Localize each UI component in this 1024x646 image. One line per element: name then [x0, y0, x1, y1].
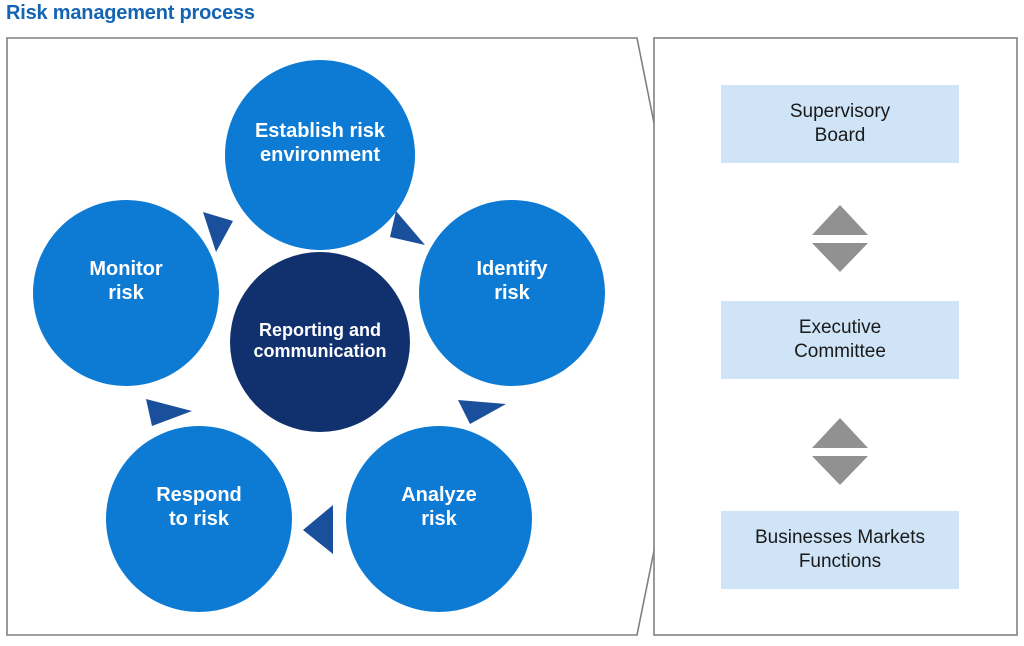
connector-board-exco [812, 205, 868, 272]
hit-analyze-risk[interactable] [346, 426, 532, 612]
arrow-respond-to-monitor [146, 399, 192, 426]
hit-establish-risk-environment[interactable] [225, 60, 415, 250]
circle-respond-to-risk[interactable] [106, 426, 292, 612]
hit-businesses-markets-functions[interactable] [721, 511, 959, 589]
hit-identify-risk[interactable] [419, 200, 605, 386]
circle-monitor-risk[interactable] [33, 200, 219, 386]
circle-identify-risk[interactable] [419, 200, 605, 386]
hit-monitor-risk[interactable] [33, 200, 219, 386]
hit-reporting-and-communication[interactable] [230, 252, 410, 432]
arrow-analyze-to-respond [303, 505, 333, 554]
hit-supervisory-board[interactable] [721, 85, 959, 163]
box-executive-committee[interactable] [721, 301, 959, 379]
connector-down-triangle [812, 456, 868, 485]
connector-up-triangle [812, 418, 868, 448]
connector-up-triangle [812, 205, 868, 235]
page-title: Risk management process [6, 2, 255, 24]
connector-exco-businesses [812, 418, 868, 485]
hit-respond-to-risk[interactable] [106, 426, 292, 612]
circle-reporting-and-communication[interactable] [230, 252, 410, 432]
connector-down-triangle [812, 243, 868, 272]
circle-analyze-risk[interactable] [346, 426, 532, 612]
arrow-establish-to-identify [390, 211, 425, 245]
circle-establish-risk-environment[interactable] [225, 60, 415, 250]
arrow-monitor-to-establish [203, 212, 233, 252]
hit-executive-committee[interactable] [721, 301, 959, 379]
box-supervisory-board[interactable] [721, 85, 959, 163]
arrow-identify-to-analyze [458, 400, 506, 424]
box-businesses-markets-functions[interactable] [721, 511, 959, 589]
